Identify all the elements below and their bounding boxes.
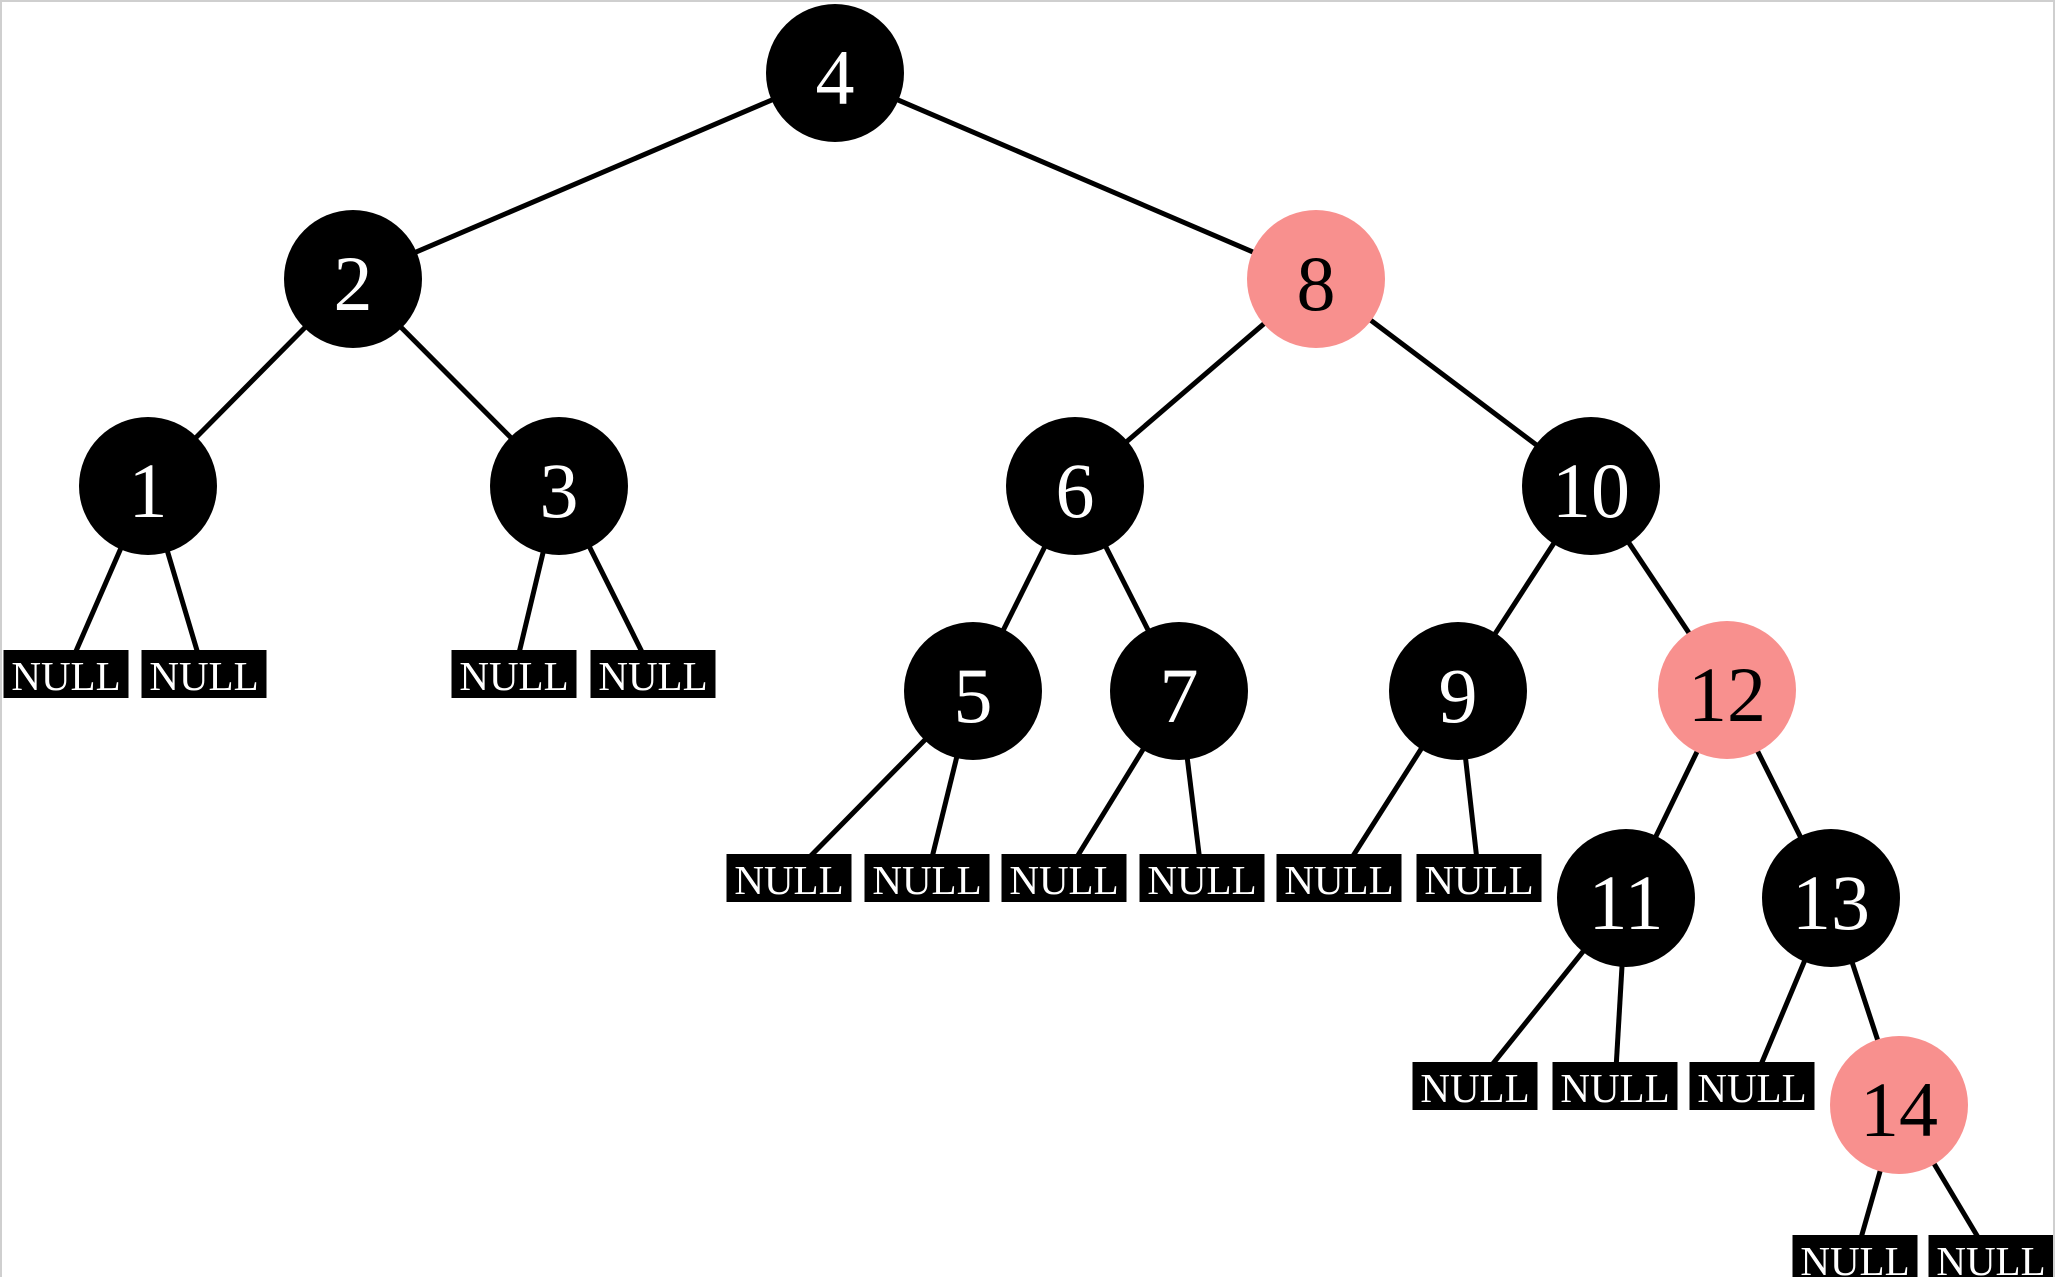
- tree-node-value: 4: [815, 34, 855, 121]
- tree-node-7: 7: [1110, 622, 1248, 760]
- null-leaf-label: NULL: [1936, 1237, 2046, 1277]
- tree-edge: [834, 70, 1317, 282]
- null-leaf: NULL: [1792, 1235, 1918, 1277]
- null-leaf-label: NULL: [598, 652, 708, 699]
- null-leaf: NULL: [451, 650, 577, 699]
- tree-node-value: 2: [333, 240, 373, 327]
- null-leaf: NULL: [3, 650, 129, 699]
- null-leaf-label: NULL: [11, 652, 121, 699]
- tree-node-2: 2: [284, 210, 422, 348]
- tree-node-8: 8: [1247, 210, 1385, 348]
- tree-node-12: 12: [1658, 621, 1796, 759]
- tree-node-6: 6: [1006, 417, 1144, 555]
- null-leaf-label: NULL: [1697, 1064, 1807, 1111]
- null-leaf: NULL: [1689, 1062, 1815, 1111]
- tree-node-value: 12: [1688, 651, 1766, 738]
- null-leaf-label: NULL: [1420, 1064, 1530, 1111]
- tree-node-value: 7: [1159, 652, 1199, 739]
- null-leaf-label: NULL: [1800, 1237, 1910, 1277]
- tree-node-5: 5: [904, 622, 1042, 760]
- tree-node-13: 13: [1762, 829, 1900, 967]
- null-leaf-label: NULL: [1560, 1064, 1670, 1111]
- tree-node-value: 9: [1438, 652, 1478, 739]
- null-leaf: NULL: [864, 854, 990, 903]
- tree-node-1: 1: [79, 417, 217, 555]
- null-leaf-label: NULL: [872, 856, 982, 903]
- tree-node-value: 11: [1588, 859, 1664, 946]
- null-leaf: NULL: [1928, 1235, 2053, 1277]
- tree-node-14: 14: [1830, 1036, 1968, 1174]
- null-leaf: NULL: [726, 854, 852, 903]
- null-leaf-label: NULL: [1009, 856, 1119, 903]
- tree-node-value: 10: [1552, 447, 1630, 534]
- tree-edge: [352, 70, 836, 282]
- null-leaf: NULL: [141, 650, 267, 699]
- tree-node-10: 10: [1522, 417, 1660, 555]
- null-leaf-label: NULL: [1147, 856, 1257, 903]
- tree-node-value: 6: [1055, 447, 1095, 534]
- null-leaf: NULL: [1416, 854, 1542, 903]
- tree-node-3: 3: [490, 417, 628, 555]
- tree-node-4: 4: [766, 4, 904, 142]
- tree-node-value: 5: [953, 652, 993, 739]
- tree-node-value: 1: [128, 447, 168, 534]
- null-leaf: NULL: [1412, 1062, 1538, 1111]
- null-leaf-label: NULL: [1424, 856, 1534, 903]
- null-leaf: NULL: [1552, 1062, 1678, 1111]
- tree-node-9: 9: [1389, 622, 1527, 760]
- tree-node-value: 8: [1296, 240, 1336, 327]
- null-leaf: NULL: [1276, 854, 1402, 903]
- tree-node-value: 14: [1860, 1066, 1938, 1153]
- null-leaf-label: NULL: [734, 856, 844, 903]
- tree-node-11: 11: [1557, 829, 1695, 967]
- tree-node-value: 13: [1792, 859, 1870, 946]
- null-leaf-label: NULL: [1284, 856, 1394, 903]
- null-leaf: NULL: [590, 650, 716, 699]
- null-leaf-label: NULL: [459, 652, 569, 699]
- null-leaf-label: NULL: [149, 652, 259, 699]
- null-leaf: NULL: [1139, 854, 1265, 903]
- tree-node-value: 3: [539, 447, 579, 534]
- null-leaf: NULL: [1001, 854, 1127, 903]
